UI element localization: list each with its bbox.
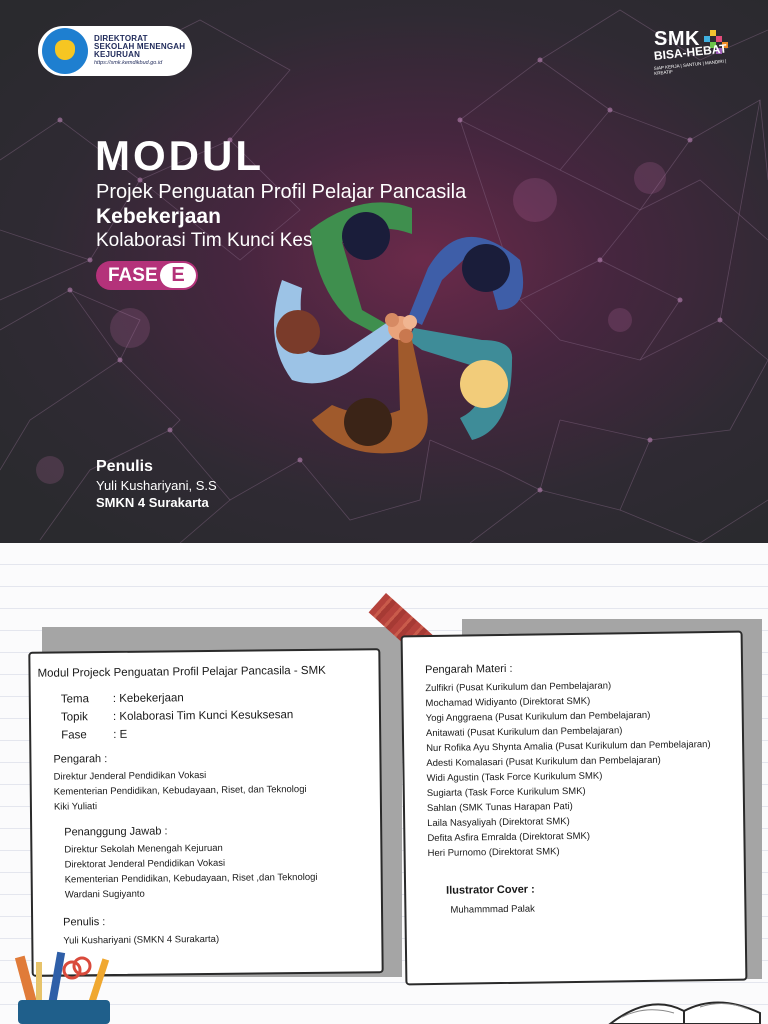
meta-row-topic: Topik : Kolaborasi Tim Kunci Kesuksesan (61, 709, 293, 723)
logo-line: SEKOLAH MENENGAH (94, 42, 186, 52)
meta-row-phase: Fase : E (61, 729, 127, 742)
meta-value: : Kebekerjaan (112, 692, 184, 705)
pengarah-materi-heading: Pengarah Materi : (424, 662, 513, 677)
meta-key: Tema (60, 693, 89, 706)
pengarah-materi-line: Anitawati (Pusat Kurikulum dan Pembelaja… (425, 725, 623, 740)
meta-value: : Kolaborasi Tim Kunci Kesuksesan (112, 709, 294, 723)
credits-card-left: Modul Projeck Penguatan Profil Pelajar P… (28, 648, 384, 977)
pengarah-materi-line: Nur Rofika Ayu Shynta Amalia (Pusat Kuri… (426, 739, 711, 755)
meta-key: Topik (60, 711, 88, 724)
pengarah-materi-line: Widi Agustin (Task Force Kurikulum SMK) (426, 770, 603, 785)
pengarah-line: Kiki Yuliati (53, 801, 98, 813)
phase-label: FASE (108, 265, 158, 286)
cover-theme: Kebekerjaan (96, 205, 221, 228)
penanggung-jawab-heading: Penanggung Jawab : (64, 825, 168, 839)
phase-badge: FASE E (96, 261, 198, 290)
cover-title: MODUL (95, 132, 264, 179)
pengarah-materi-line: Adesti Komalasari (Pusat Kurikulum dan P… (426, 754, 661, 770)
logo-line: KEJURUAN (94, 50, 141, 60)
pengarah-materi-line: Laila Nasyaliyah (Direktorat SMK) (427, 816, 570, 830)
smk-bisa-hebat-logo: SMK BISA-HEBAT SIAP KERJA | SANTUN | MAN… (653, 28, 746, 92)
pengarah-materi-line: Zulfikri (Pusat Kurikulum dan Pembelajar… (425, 680, 612, 695)
meta-row-theme: Tema : Kebekerjaan (61, 692, 184, 705)
cover-subtitle: Projek Penguatan Profil Pelajar Pancasil… (96, 181, 467, 203)
pengarah-materi-line: Yogi Anggraena (Pusat Kurikulum dan Pemb… (425, 709, 651, 725)
penanggung-jawab-line: Wardani Sugiyanto (64, 888, 145, 901)
credits-title: Modul Projeck Penguatan Profil Pelajar P… (37, 664, 326, 680)
pengarah-materi-line: Mochamad Widiyanto (Direktorat SMK) (425, 695, 591, 710)
open-book-icon (608, 1001, 761, 1024)
illustrator-heading: Ilustrator Cover : (446, 883, 535, 897)
penanggung-jawab-line: Direktur Sekolah Menengah Kejuruan (64, 842, 223, 856)
pengarah-materi-line: Defita Asfira Emralda (Direktorat SMK) (427, 830, 591, 845)
author-name: Yuli Kushariyani, S.S (96, 478, 217, 493)
illustrator-name: Muhammmad Palak (450, 903, 535, 916)
pengarah-heading: Pengarah : (53, 753, 108, 766)
smk-pixel-icon (704, 30, 728, 54)
teamwork-hands-illustration (274, 202, 524, 454)
logo-url: https://smk.kemdikbud.go.id (94, 60, 163, 67)
penanggung-jawab-line: Kementerian Pendidikan, Kebudayaan, Rise… (64, 871, 318, 886)
pencil-cup-icon (14, 951, 110, 1024)
pengarah-materi-line: Sugiarta (Task Force Kurikulum SMK) (426, 785, 586, 800)
pengarah-materi-line: Heri Purnomo (Direktorat SMK) (427, 846, 560, 860)
pengarah-materi-line: Sahlan (SMK Tunas Harapan Pati) (426, 801, 573, 815)
pengarah-line: Direktur Jenderal Pendidikan Vokasi (53, 769, 207, 783)
penulis-heading: Penulis : (63, 916, 106, 929)
author-heading: Penulis (96, 458, 153, 475)
credits-page: Modul Projeck Penguatan Profil Pelajar P… (0, 543, 768, 1024)
logo-line: DIREKTORAT (94, 34, 148, 44)
phase-value: E (160, 263, 196, 288)
pengarah-line: Kementerian Pendidikan, Kebudayaan, Rise… (53, 783, 307, 798)
smk-text: SMK (654, 28, 700, 50)
tut-wuri-handayani-logo-icon (42, 28, 88, 74)
directorate-logo: DIREKTORAT SEKOLAH MENENGAH KEJURUAN htt… (38, 26, 192, 76)
author-school: SMKN 4 Surakarta (96, 495, 209, 510)
penanggung-jawab-line: Direktorat Jenderal Pendidikan Vokasi (64, 857, 226, 871)
penulis-line: Yuli Kushariyani (SMKN 4 Surakarta) (63, 933, 220, 947)
meta-value: : E (113, 728, 128, 741)
module-cover: DIREKTORAT SEKOLAH MENENGAH KEJURUAN htt… (0, 0, 768, 543)
meta-key: Fase (61, 729, 87, 742)
credits-card-right: Pengarah Materi : Zulfikri (Pusat Kuriku… (400, 630, 748, 986)
